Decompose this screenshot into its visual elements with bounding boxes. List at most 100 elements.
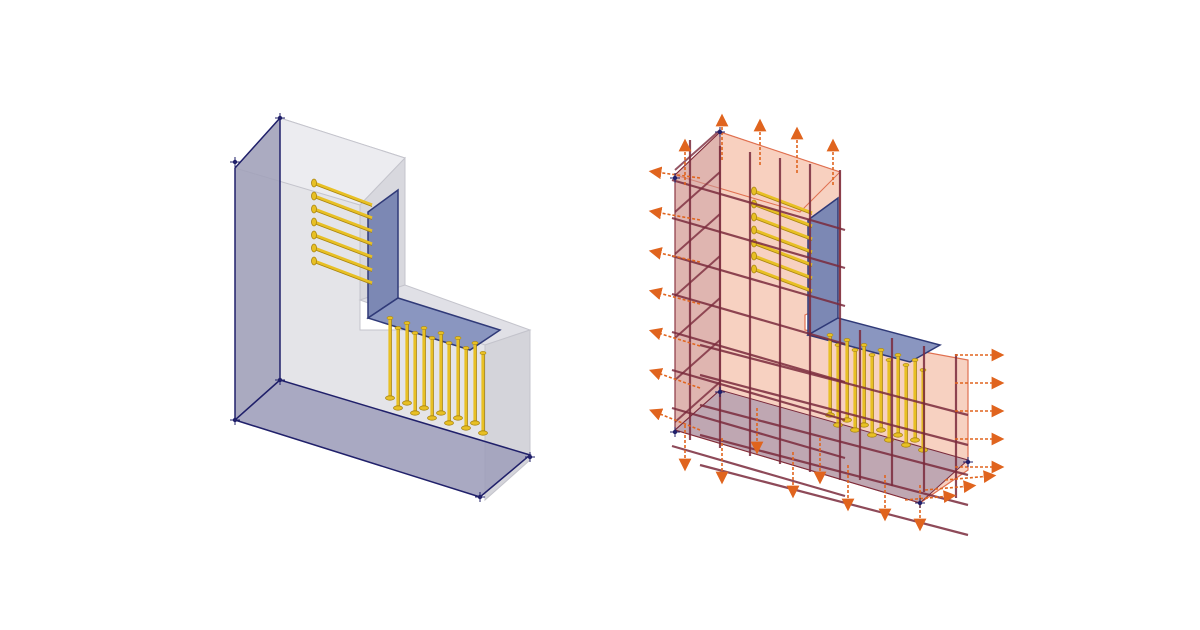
stud-shadow — [753, 205, 813, 228]
stud-top — [462, 346, 470, 350]
stud-top — [851, 348, 859, 352]
stud-shadow — [313, 184, 373, 207]
stud-head — [427, 415, 437, 421]
rebar-depth — [674, 171, 721, 213]
stud-shaft — [313, 220, 373, 246]
rebar-horizontal — [671, 254, 846, 308]
rebar-horizontal-lower — [699, 433, 969, 507]
support-markers-group — [230, 113, 535, 502]
stud-shadow — [313, 197, 373, 220]
stud-shadow — [313, 236, 373, 259]
stud-shadow — [313, 249, 373, 272]
stud-head — [311, 191, 317, 201]
stud-head — [461, 425, 471, 431]
stud-top — [902, 363, 910, 367]
stud-head — [436, 410, 446, 416]
stud-top — [826, 333, 834, 337]
load-arrow — [648, 327, 701, 347]
stud-head — [910, 437, 920, 443]
stud-shadow — [313, 262, 373, 285]
stud-shadow — [753, 244, 813, 267]
stud-top — [437, 331, 445, 335]
stud-head — [893, 432, 903, 438]
load-arrow — [924, 480, 977, 493]
load-arrow — [648, 287, 701, 305]
stud-top — [471, 341, 479, 345]
stud-shaft — [753, 254, 813, 280]
stud-shaft — [753, 241, 813, 267]
stud-head — [311, 217, 317, 227]
stud-shaft — [313, 259, 373, 285]
load-arrow — [648, 247, 701, 263]
stud-head — [311, 230, 317, 240]
rebar-horizontal — [671, 216, 846, 270]
rebar-grid — [671, 129, 969, 537]
stud-shaft — [753, 215, 813, 241]
stud-head — [444, 420, 454, 426]
load-arrow — [904, 490, 957, 503]
stud-shaft — [313, 233, 373, 259]
rebar-horizontal — [671, 368, 846, 422]
stud-head — [833, 422, 843, 428]
stud-shaft — [753, 228, 813, 254]
rebar-depth — [674, 297, 721, 339]
stud-shadow — [753, 270, 813, 293]
stud-head — [850, 427, 860, 433]
stud-top — [860, 343, 868, 347]
stud-top — [411, 331, 419, 335]
stud-shadow — [313, 223, 373, 246]
support-markers-group-right — [670, 127, 973, 508]
rebar-horizontal — [671, 406, 846, 460]
stud-top — [894, 353, 902, 357]
horizontal-studs-group-right — [751, 186, 813, 293]
stud-top — [877, 348, 885, 352]
stud-head — [402, 400, 412, 406]
rebar-horizontal — [671, 330, 846, 384]
stud-shaft — [753, 202, 813, 228]
stud-head — [393, 405, 403, 411]
stud-head — [867, 432, 877, 438]
stud-shadow — [753, 257, 813, 280]
rebar-depth — [674, 255, 721, 297]
stud-head — [876, 427, 886, 433]
stud-shaft — [753, 189, 813, 215]
stud-shadow — [753, 192, 813, 215]
steel-plate-horizontal — [366, 297, 502, 351]
stud-shaft — [313, 181, 373, 207]
stud-head — [478, 430, 488, 436]
stud-shadow — [753, 231, 813, 254]
rebar-depth — [674, 339, 721, 381]
stud-top — [843, 338, 851, 342]
steel-plate-vertical-right — [807, 196, 839, 337]
stud-head — [453, 415, 463, 421]
load-arrow — [648, 206, 701, 221]
horizontal-studs-group — [311, 178, 373, 285]
load-arrow — [649, 408, 701, 431]
stud-top — [420, 326, 428, 330]
stud-top — [454, 336, 462, 340]
stud-head — [419, 405, 429, 411]
stud-shaft — [753, 267, 813, 293]
stud-head — [311, 243, 317, 253]
stud-top — [445, 341, 453, 345]
stud-shaft — [313, 207, 373, 233]
steel-plate-vertical — [367, 188, 399, 320]
stud-top — [868, 353, 876, 357]
rebar-horizontal — [671, 444, 846, 498]
stud-top — [394, 326, 402, 330]
stud-shaft — [313, 194, 373, 220]
stud-head — [751, 251, 757, 261]
load-arrow — [944, 470, 997, 483]
load-arrow — [648, 166, 701, 180]
stud-top — [386, 316, 394, 320]
stud-top — [428, 336, 436, 340]
stud-head — [311, 178, 317, 188]
rebar-depth — [674, 213, 721, 255]
stud-head — [751, 186, 757, 196]
stud-top — [403, 321, 411, 325]
stud-head — [751, 264, 757, 274]
vertical-studs-group — [385, 316, 488, 436]
stud-top — [911, 358, 919, 362]
